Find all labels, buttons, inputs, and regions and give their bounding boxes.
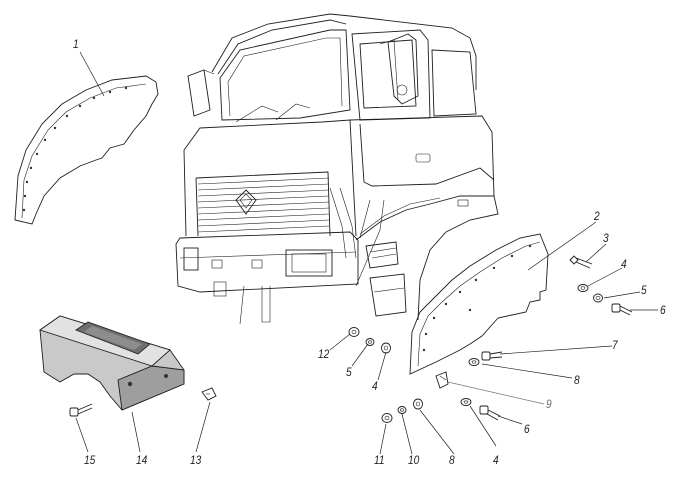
leader-14	[131, 411, 141, 453]
label-8b: 8	[449, 453, 455, 467]
label-15: 15	[84, 453, 96, 467]
fastener-group-bottom	[381, 398, 423, 423]
leader-4c	[469, 405, 497, 447]
leader-7	[499, 345, 613, 355]
leader-6b	[497, 415, 523, 425]
leader-4b	[377, 351, 387, 381]
leader-12	[329, 333, 351, 351]
leader-9	[447, 381, 545, 405]
truck-cab	[175, 13, 499, 325]
label-11: 11	[374, 453, 385, 467]
label-9: 9	[546, 397, 552, 411]
label-4a: 4	[621, 257, 627, 271]
fastener-group-lower-right	[460, 398, 501, 421]
part-13-clip	[201, 387, 217, 401]
label-2: 2	[594, 209, 600, 223]
label-12: 12	[318, 347, 330, 361]
label-1: 1	[73, 37, 79, 51]
leader-5a	[603, 291, 641, 299]
label-5a: 5	[641, 283, 647, 297]
label-3: 3	[603, 231, 609, 245]
label-4b: 4	[372, 379, 378, 393]
leader-3	[585, 243, 607, 263]
fastener-group-center	[348, 327, 391, 354]
label-4c: 4	[493, 453, 499, 467]
label-10: 10	[408, 453, 420, 467]
part-15-bolt	[69, 403, 93, 417]
leader-4a	[587, 267, 623, 287]
label-8a: 8	[574, 373, 580, 387]
leader-13	[195, 401, 211, 453]
leader-15	[75, 417, 89, 453]
leader-5b	[351, 343, 369, 367]
label-6b: 6	[524, 422, 530, 436]
label-13: 13	[190, 453, 202, 467]
leader-1	[79, 51, 105, 97]
leader-8a	[481, 363, 573, 379]
part-1-left-panel	[14, 75, 159, 225]
leader-2	[527, 221, 597, 271]
label-6a: 6	[660, 303, 666, 317]
label-14: 14	[136, 453, 148, 467]
part-14-cover	[38, 315, 185, 411]
leader-11	[379, 423, 387, 455]
label-7: 7	[612, 338, 618, 352]
part-2-right-panel	[409, 233, 549, 375]
fastener-group-middle-right	[435, 351, 503, 389]
leader-10	[401, 413, 413, 455]
leader-8b	[419, 409, 455, 455]
label-5b: 5	[346, 365, 352, 379]
fastener-group-upper-right	[569, 255, 633, 316]
